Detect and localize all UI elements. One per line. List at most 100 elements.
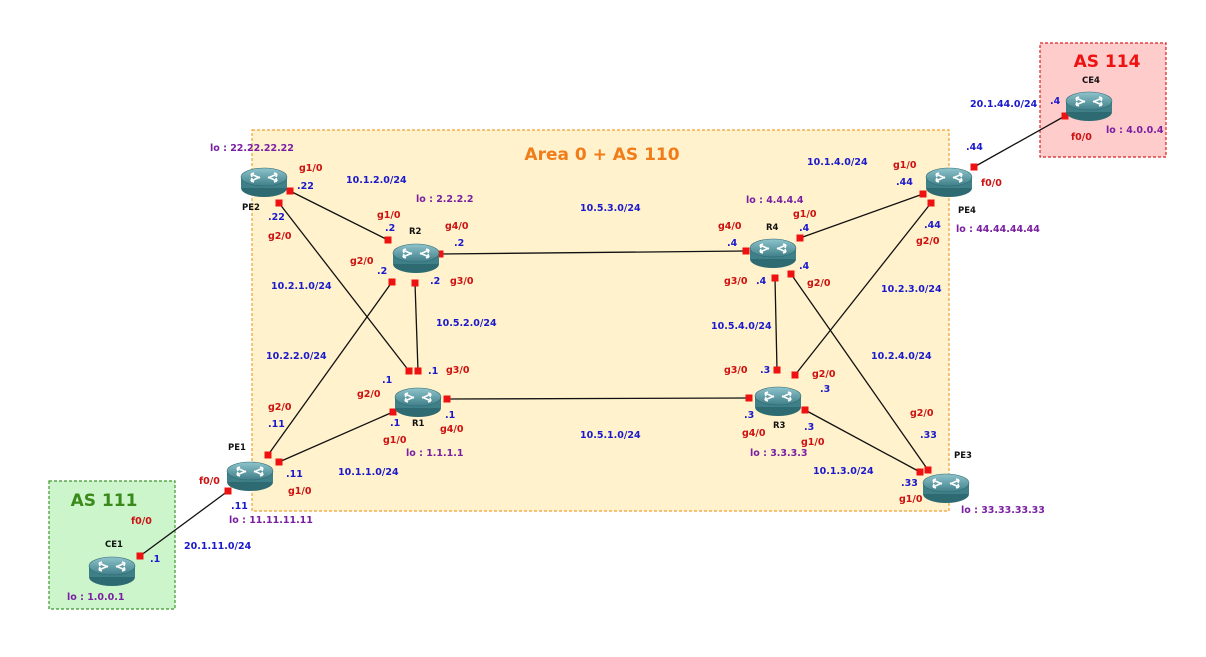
link-pe2-r2 — [289, 190, 389, 241]
router-name-pe2: PE2 — [242, 203, 260, 213]
link-r2-r4 — [439, 250, 747, 255]
router-icon-r2[interactable] — [392, 243, 440, 274]
ip-pe3-33a: .33 — [920, 430, 937, 441]
iface-pe1-g2-0: g2/0 — [268, 402, 292, 413]
link-r3-pe3-port-r3 — [801, 406, 809, 414]
loopback-ce4: lo : 4.0.0.4 — [1106, 125, 1164, 136]
router-icon-pe1[interactable] — [226, 461, 274, 492]
link-r3-pe3-port-pe3 — [916, 468, 924, 476]
link-ce1-pe1-port-pe1 — [224, 487, 232, 495]
link-r1-r3-port-r3 — [745, 394, 753, 402]
iface-pe1-g1-0: g1/0 — [288, 486, 312, 497]
ip-r1-1a: .1 — [382, 375, 392, 386]
ip-pe3-33b: .33 — [901, 478, 918, 489]
ip-r3-3c: .3 — [744, 410, 754, 421]
loopback-r2: lo : 2.2.2.2 — [416, 194, 473, 205]
subnet-r4-pe4: 10.1.4.0/24 — [807, 157, 868, 168]
iface-ce4-f0-0: f0/0 — [1071, 132, 1092, 143]
link-r4-pe3 — [790, 273, 929, 471]
subnet-pe2-r1: 10.2.1.0/24 — [271, 281, 332, 292]
link-r1-r3-port-r1 — [443, 395, 451, 403]
iface-pe4-g1-0: g1/0 — [893, 160, 917, 171]
iface-r4-g4-0: g4/0 — [718, 221, 742, 232]
link-r4-pe3-port-r4 — [787, 270, 795, 278]
router-name-pe1: PE1 — [228, 443, 246, 453]
router-icon-r1[interactable] — [394, 387, 442, 418]
ip-pe4-44b: .44 — [896, 177, 913, 188]
link-r2-r1-port-r1 — [414, 367, 422, 375]
link-r4-r3-port-r3 — [773, 366, 781, 374]
iface-r1-g2-0: g2/0 — [357, 389, 381, 400]
link-pe2-r1-port-pe2 — [275, 199, 283, 207]
iface-pe3-g1-0: g1/0 — [899, 494, 923, 505]
router-name-r4: R4 — [766, 223, 779, 233]
link-r4-pe4 — [799, 193, 924, 239]
iface-pe3-g2-0: g2/0 — [910, 408, 934, 419]
ip-r4-4d: .4 — [799, 261, 810, 272]
iface-r1-g1-0: g1/0 — [383, 435, 407, 446]
router-name-pe4: PE4 — [958, 206, 976, 216]
iface-r1-g4-0: g4/0 — [440, 424, 464, 435]
ip-r2-2d: .2 — [430, 276, 440, 287]
subnet-r2-pe1: 10.2.2.0/24 — [266, 351, 327, 362]
link-pe1-r1-port-pe1 — [275, 458, 283, 466]
link-pe2-r2-port-r2 — [384, 236, 392, 244]
ip-r3-3a: .3 — [760, 365, 770, 376]
subnet-r2-r4: 10.5.3.0/24 — [580, 203, 641, 214]
iface-pe4-f0-0: f0/0 — [981, 178, 1002, 189]
subnet-pe2-r2: 10.1.2.0/24 — [346, 175, 407, 186]
router-icon-pe3[interactable] — [922, 473, 970, 504]
loopback-pe3: lo : 33.33.33.33 — [961, 505, 1045, 516]
router-icon-ce4[interactable] — [1065, 91, 1113, 122]
router-icon-r4[interactable] — [749, 238, 797, 269]
area-core: Area 0 + AS 110 — [251, 129, 950, 512]
ip-r4-4b: .4 — [727, 238, 738, 249]
ip-pe4-44c: .44 — [924, 220, 941, 231]
link-r2-pe1-port-r2 — [388, 278, 396, 286]
iface-r2-g3-0: g3/0 — [450, 276, 474, 287]
router-icon-pe2[interactable] — [240, 167, 288, 198]
link-r4-r3 — [774, 277, 778, 371]
subnet-pe4-r3: 10.2.3.0/24 — [881, 284, 942, 295]
ip-pe2-22a: .22 — [297, 181, 314, 192]
links-layer — [136, 112, 1069, 560]
subnet-pe1-r1: 10.1.1.0/24 — [338, 467, 399, 478]
router-name-pe3: PE3 — [954, 451, 972, 461]
loopback-labels: lo : 22.22.22.22 lo : 2.2.2.2 lo : 4.4.4… — [67, 125, 1164, 603]
subnet-ce1-pe1: 20.1.11.0/24 — [184, 541, 252, 552]
ip-r2-2c: .2 — [377, 266, 387, 277]
iface-r3-g2-0: g2/0 — [812, 369, 836, 380]
ip-ce4-4: .4 — [1050, 96, 1061, 107]
router-name-r2: R2 — [409, 227, 422, 237]
iface-r1-g3-0: g3/0 — [446, 365, 470, 376]
router-icon-ce1[interactable] — [88, 556, 136, 587]
subnet-pe4-ce4: 20.1.44.0/24 — [970, 99, 1038, 110]
ip-r4-4a: .4 — [799, 223, 810, 234]
iface-r3-g4-0: g4/0 — [742, 428, 766, 439]
link-r2-r4-port-r4 — [742, 247, 750, 255]
link-pe1-r1 — [278, 411, 394, 463]
router-icon-r3[interactable] — [754, 386, 802, 417]
router-labels: PE2 R2 R4 PE4 CE4 R1 R3 PE1 PE3 CE1 — [105, 76, 1100, 550]
router-icon-pe4[interactable] — [925, 167, 973, 198]
iface-ce1-f0-0: f0/0 — [131, 516, 152, 527]
loopback-r4: lo : 4.4.4.4 — [746, 195, 804, 206]
link-r2-pe1 — [267, 281, 393, 456]
subnet-labels: 10.1.2.0/24 10.5.3.0/24 10.1.4.0/24 20.1… — [184, 99, 1038, 552]
iface-pe2-g1-0: g1/0 — [299, 163, 323, 174]
iface-r4-g3-0: g3/0 — [724, 276, 748, 287]
ip-r4-4c: .4 — [756, 276, 767, 287]
ip-r3-3d: .3 — [804, 422, 814, 433]
loopback-r3: lo : 3.3.3.3 — [750, 448, 807, 459]
link-r2-r1 — [414, 282, 419, 372]
ip-r2-2a: .2 — [385, 223, 395, 234]
subnet-r3-pe3: 10.1.3.0/24 — [813, 466, 874, 477]
ip-pe4-44a: .44 — [966, 142, 983, 153]
iface-r4-g2-0: g2/0 — [807, 278, 831, 289]
link-pe4-r3-port-pe4 — [927, 199, 935, 207]
ip-r3-3b: .3 — [820, 384, 830, 395]
ip-pe1-11a: .11 — [268, 419, 285, 430]
router-name-r1: R1 — [412, 419, 425, 429]
link-r4-pe3-port-pe3 — [924, 466, 932, 474]
